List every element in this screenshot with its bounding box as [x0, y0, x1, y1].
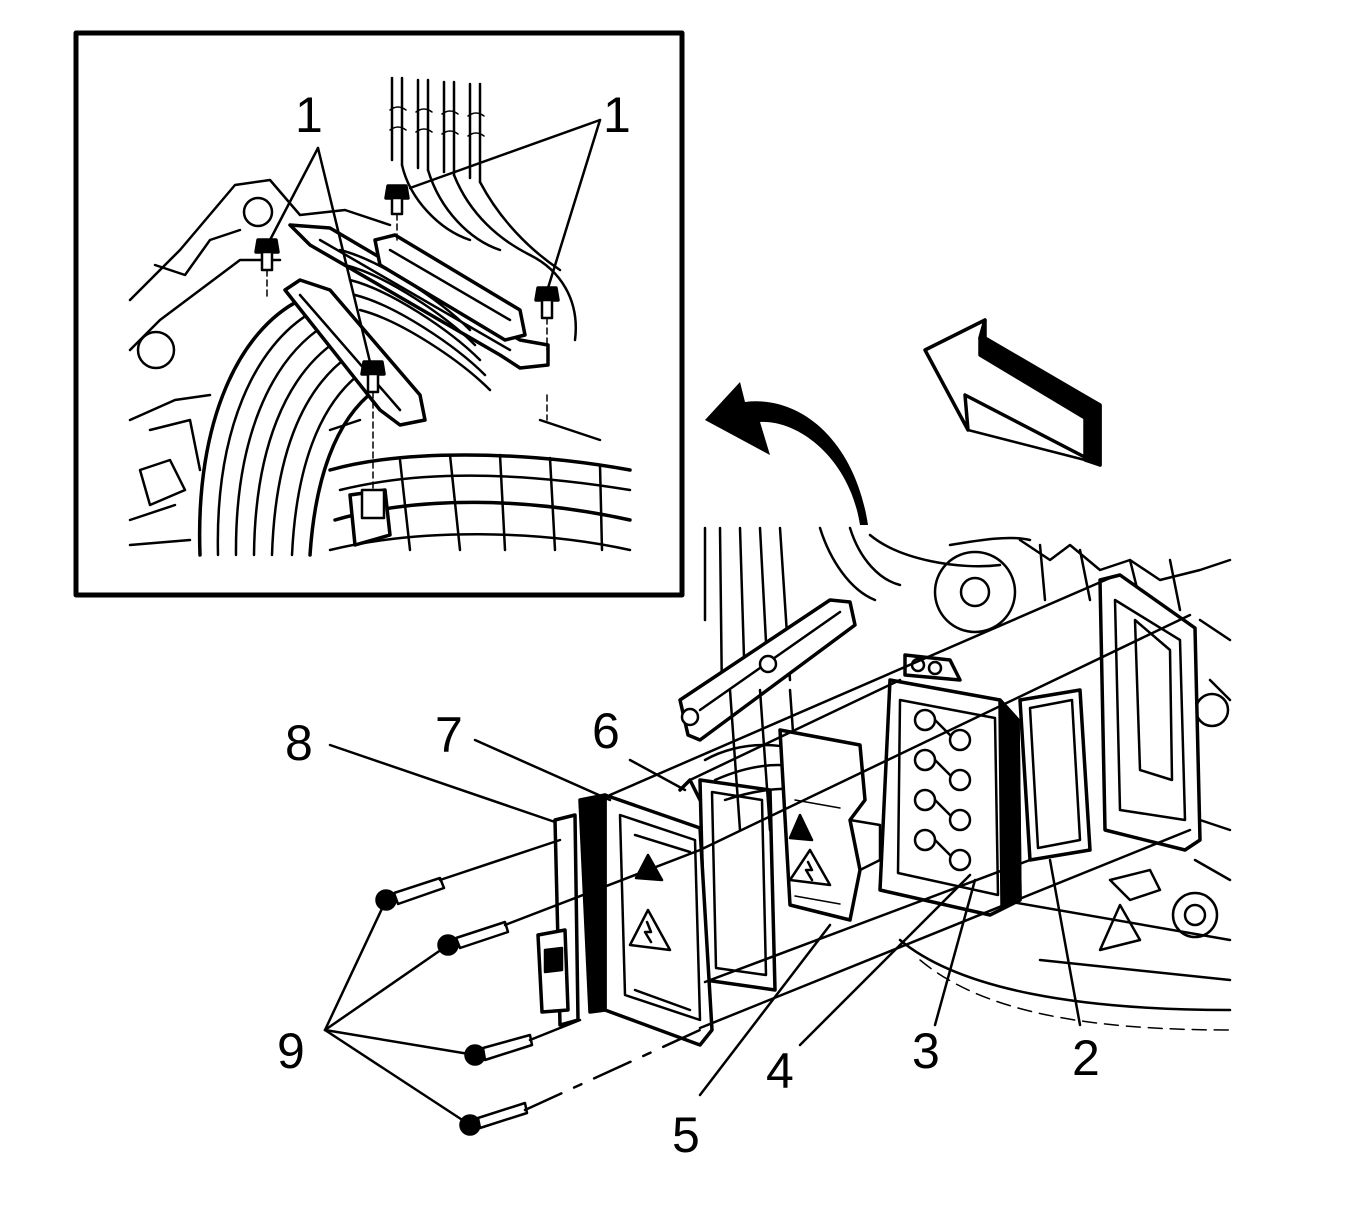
- high-voltage-warning-icon: [788, 813, 832, 887]
- alignment-lines: [438, 576, 1192, 1112]
- rotor-ring: [197, 298, 377, 557]
- bolt-9a: [375, 876, 446, 911]
- harness-bracket: [283, 223, 550, 427]
- hollow-block-arrow-icon: [923, 318, 1102, 467]
- part-9-bolts: [375, 876, 534, 1136]
- part-4-cover-plate: [778, 728, 882, 922]
- curved-arrow-icon: [705, 382, 868, 525]
- connector-pins: [913, 708, 972, 872]
- transmission-housing: [128, 178, 392, 547]
- bolt-top-center: [384, 184, 410, 241]
- callout-leaders: [323, 738, 1082, 1127]
- callout-1-right: 1: [603, 87, 631, 143]
- part-7-outer-cover: [578, 793, 714, 1047]
- bolts-1: [254, 184, 560, 520]
- high-voltage-warning-icon: [628, 853, 672, 952]
- callout-3: 3: [912, 1023, 940, 1079]
- callout-6: 6: [592, 703, 620, 759]
- cable-bundle: [389, 76, 578, 342]
- callout-1-leaders: [268, 118, 602, 364]
- callout-9: 9: [277, 1023, 305, 1079]
- bolt-9d: [459, 1101, 529, 1136]
- bolt-right: [534, 286, 560, 421]
- detail-inset: 1 1: [73, 30, 685, 598]
- transmission-case: [678, 526, 1232, 1031]
- bolt-center-low: [360, 360, 386, 520]
- callout-8: 8: [285, 715, 313, 771]
- callout-4: 4: [766, 1043, 794, 1099]
- callout-5: 5: [672, 1107, 700, 1163]
- bolt-left: [254, 238, 280, 301]
- bolt-9c: [464, 1033, 534, 1066]
- bolt-9b: [437, 920, 510, 956]
- part-2-seal: [1018, 688, 1092, 862]
- callout-7: 7: [435, 707, 463, 763]
- callout-1-left: 1: [295, 87, 323, 143]
- callout-2: 2: [1072, 1030, 1100, 1086]
- main-assembly: 8 7 6 9 5 4 3 2: [277, 526, 1232, 1163]
- part-3-connector-block: [878, 653, 1022, 917]
